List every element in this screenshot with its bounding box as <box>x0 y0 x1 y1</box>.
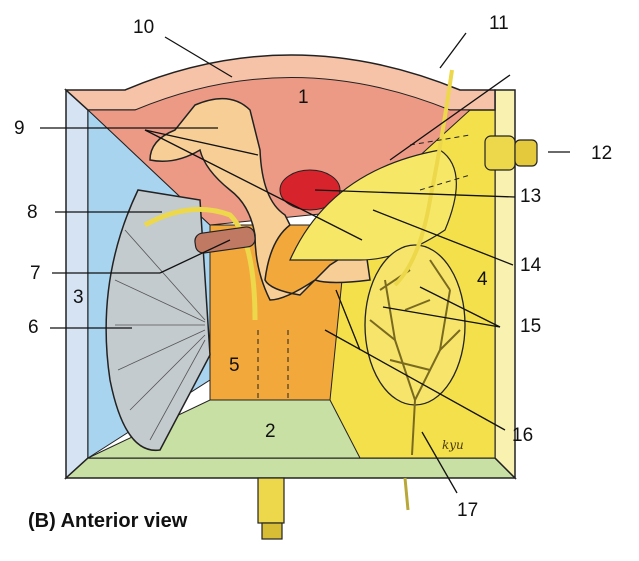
dashed-lines <box>257 134 471 400</box>
network-oval <box>364 244 466 406</box>
label-3: 3 <box>73 287 84 308</box>
left-frame <box>65 88 89 480</box>
network-vessels <box>369 259 461 456</box>
label-9: 9 <box>14 118 25 139</box>
gray-fan-organ <box>105 189 211 451</box>
label-17: 17 <box>457 500 479 521</box>
label-13: 13 <box>520 186 542 207</box>
leader-lines <box>40 32 570 494</box>
label-11: 11 <box>489 13 509 34</box>
label-16: 16 <box>512 425 534 446</box>
label-8: 8 <box>27 202 38 223</box>
label-6: 6 <box>28 317 39 338</box>
label-2: 2 <box>265 421 276 442</box>
artist-signature: kyu <box>442 438 464 452</box>
figure-caption: (B) Anterior view <box>28 510 188 532</box>
label-10: 10 <box>133 17 155 38</box>
nerve-11 <box>393 69 454 287</box>
nerve-8 <box>143 206 258 321</box>
bottom-stem <box>257 477 410 540</box>
muscle-7 <box>194 226 256 254</box>
label-1: 1 <box>298 87 309 108</box>
cylinder-12 <box>484 135 538 171</box>
label-12: 12 <box>591 143 613 164</box>
label-14: 14 <box>520 255 542 276</box>
bottom-frame <box>64 457 517 479</box>
peach-organ <box>149 97 371 301</box>
label-5: 5 <box>229 355 240 376</box>
red-vessel <box>279 169 341 211</box>
label-15: 15 <box>520 316 542 337</box>
label-4: 4 <box>477 269 488 290</box>
label-7: 7 <box>30 263 41 284</box>
fan-lines <box>114 229 206 441</box>
